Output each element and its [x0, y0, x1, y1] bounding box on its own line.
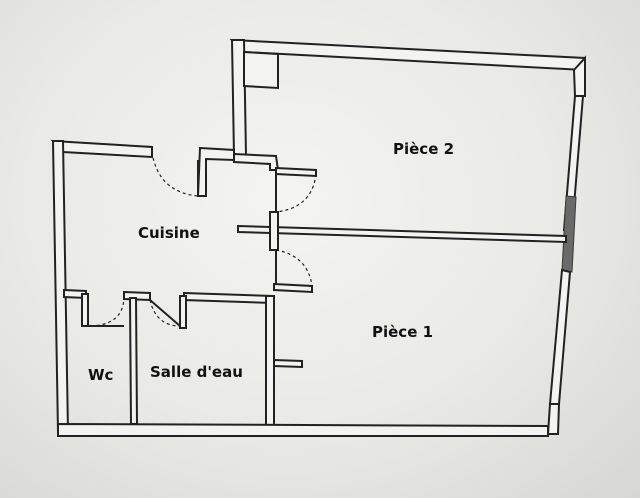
door-salle-eau: [149, 299, 181, 327]
jamb-wc-door: [81, 293, 89, 327]
wall-partition-piece1-piece2: [237, 224, 567, 244]
wall-wc-salle-eau: [128, 297, 139, 425]
room-label-cuisine: Cuisine: [138, 224, 200, 242]
window-right: [561, 195, 577, 273]
wall-above-salle-eau: [183, 291, 273, 305]
wall-stub-piece1: [273, 358, 303, 369]
room-label-salle-eau: Salle d'eau: [150, 363, 243, 381]
door-piece2: [275, 173, 317, 213]
room-label-piece1: Pièce 1: [372, 323, 433, 341]
wall-stub-cuisine-piece1: [269, 211, 279, 251]
door-wc: [87, 295, 125, 327]
wall-top-cuisine: [50, 139, 153, 159]
wall-step-piece2: [233, 152, 280, 171]
door-cuisine-entrance: [151, 151, 199, 197]
wall-bottom-right-corner: [546, 403, 561, 435]
room-label-wc: Wc: [88, 366, 113, 384]
jamb-salle-eau-door: [179, 295, 187, 329]
wall-top-cuisine-right: [196, 146, 235, 197]
wall-left-outer: [51, 140, 70, 433]
wall-right-lower: [548, 268, 572, 405]
wall-door-frame-lower: [273, 282, 313, 294]
door-piece1: [275, 249, 313, 287]
wall-salle-eau-piece1: [265, 295, 275, 427]
wall-door-frame-upper: [275, 166, 317, 178]
wall-top-piece2: [229, 38, 587, 72]
room-label-piece2: Pièce 2: [393, 140, 454, 158]
shaft-square: [243, 50, 279, 90]
wall-bottom: [57, 422, 549, 437]
